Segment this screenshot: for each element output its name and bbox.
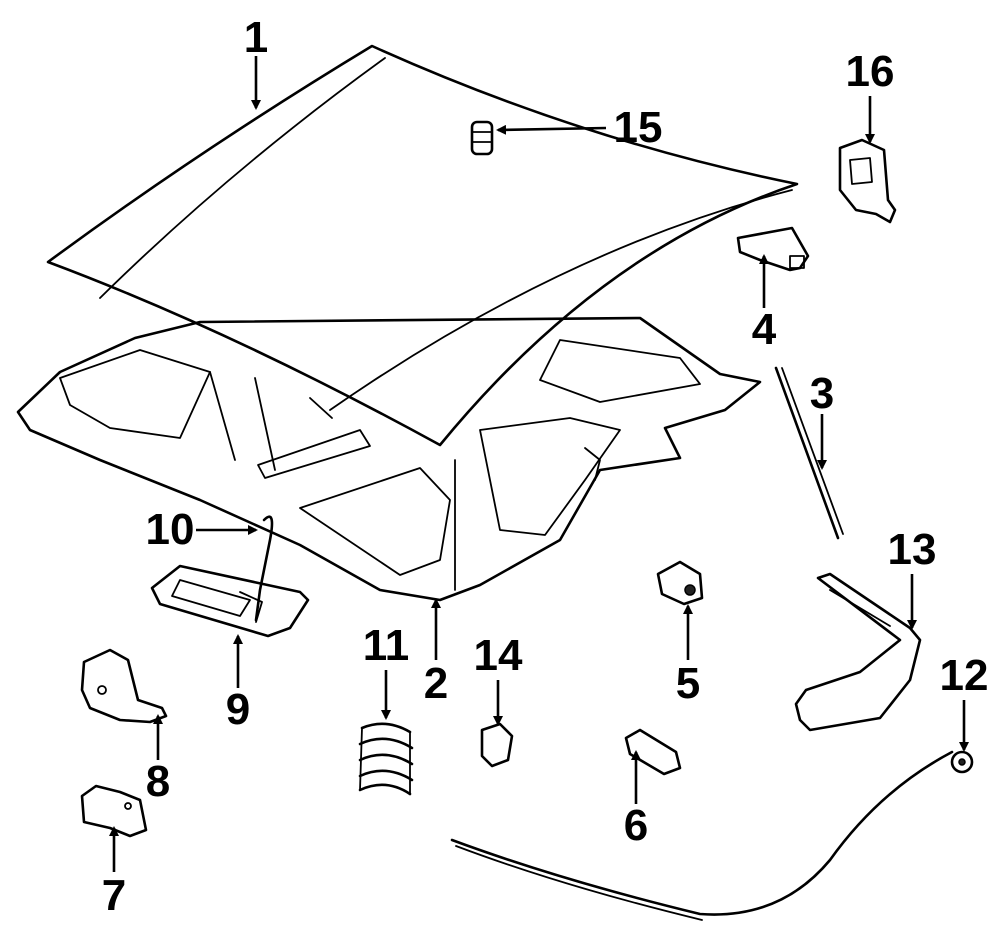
- hood-outer-panel: [46, 44, 799, 447]
- latch-support-bracket: [80, 648, 168, 724]
- callout-11: 11: [362, 621, 410, 670]
- hood-hinge: [794, 572, 922, 732]
- latch-lower-bracket: [80, 784, 148, 838]
- callout-14: 14: [473, 631, 523, 680]
- hood-prop-rod: [774, 366, 844, 540]
- hood-inner-panel: [16, 316, 762, 602]
- callout-12: 12: [939, 651, 989, 700]
- hood-seal-part: [736, 226, 810, 272]
- callout-1: 1: [243, 13, 269, 62]
- callout-3: 3: [809, 369, 835, 418]
- hood-clip: [480, 722, 514, 768]
- latch-rod: [254, 515, 274, 622]
- callout-7: 7: [101, 871, 127, 920]
- leader-arrows: [109, 56, 969, 872]
- callout-13: 13: [887, 525, 937, 574]
- hood-spring: [358, 722, 414, 796]
- callout-16: 16: [845, 47, 895, 96]
- callout-2: 2: [423, 659, 449, 708]
- latch-release-bracket: [838, 138, 897, 224]
- hood-insulator-clip: [624, 728, 682, 776]
- callout-4: 4: [751, 305, 777, 354]
- hood-bumper-part: [470, 120, 494, 156]
- hood-stop-block: [656, 560, 704, 606]
- callout-15: 15: [613, 103, 663, 152]
- callout-5: 5: [675, 659, 701, 708]
- callout-8: 8: [145, 757, 171, 806]
- callout-6: 6: [623, 801, 649, 850]
- callout-9: 9: [225, 685, 251, 734]
- hood-latch: [150, 564, 310, 638]
- callout-10: 10: [145, 505, 195, 554]
- hood-release-cable: [450, 750, 974, 921]
